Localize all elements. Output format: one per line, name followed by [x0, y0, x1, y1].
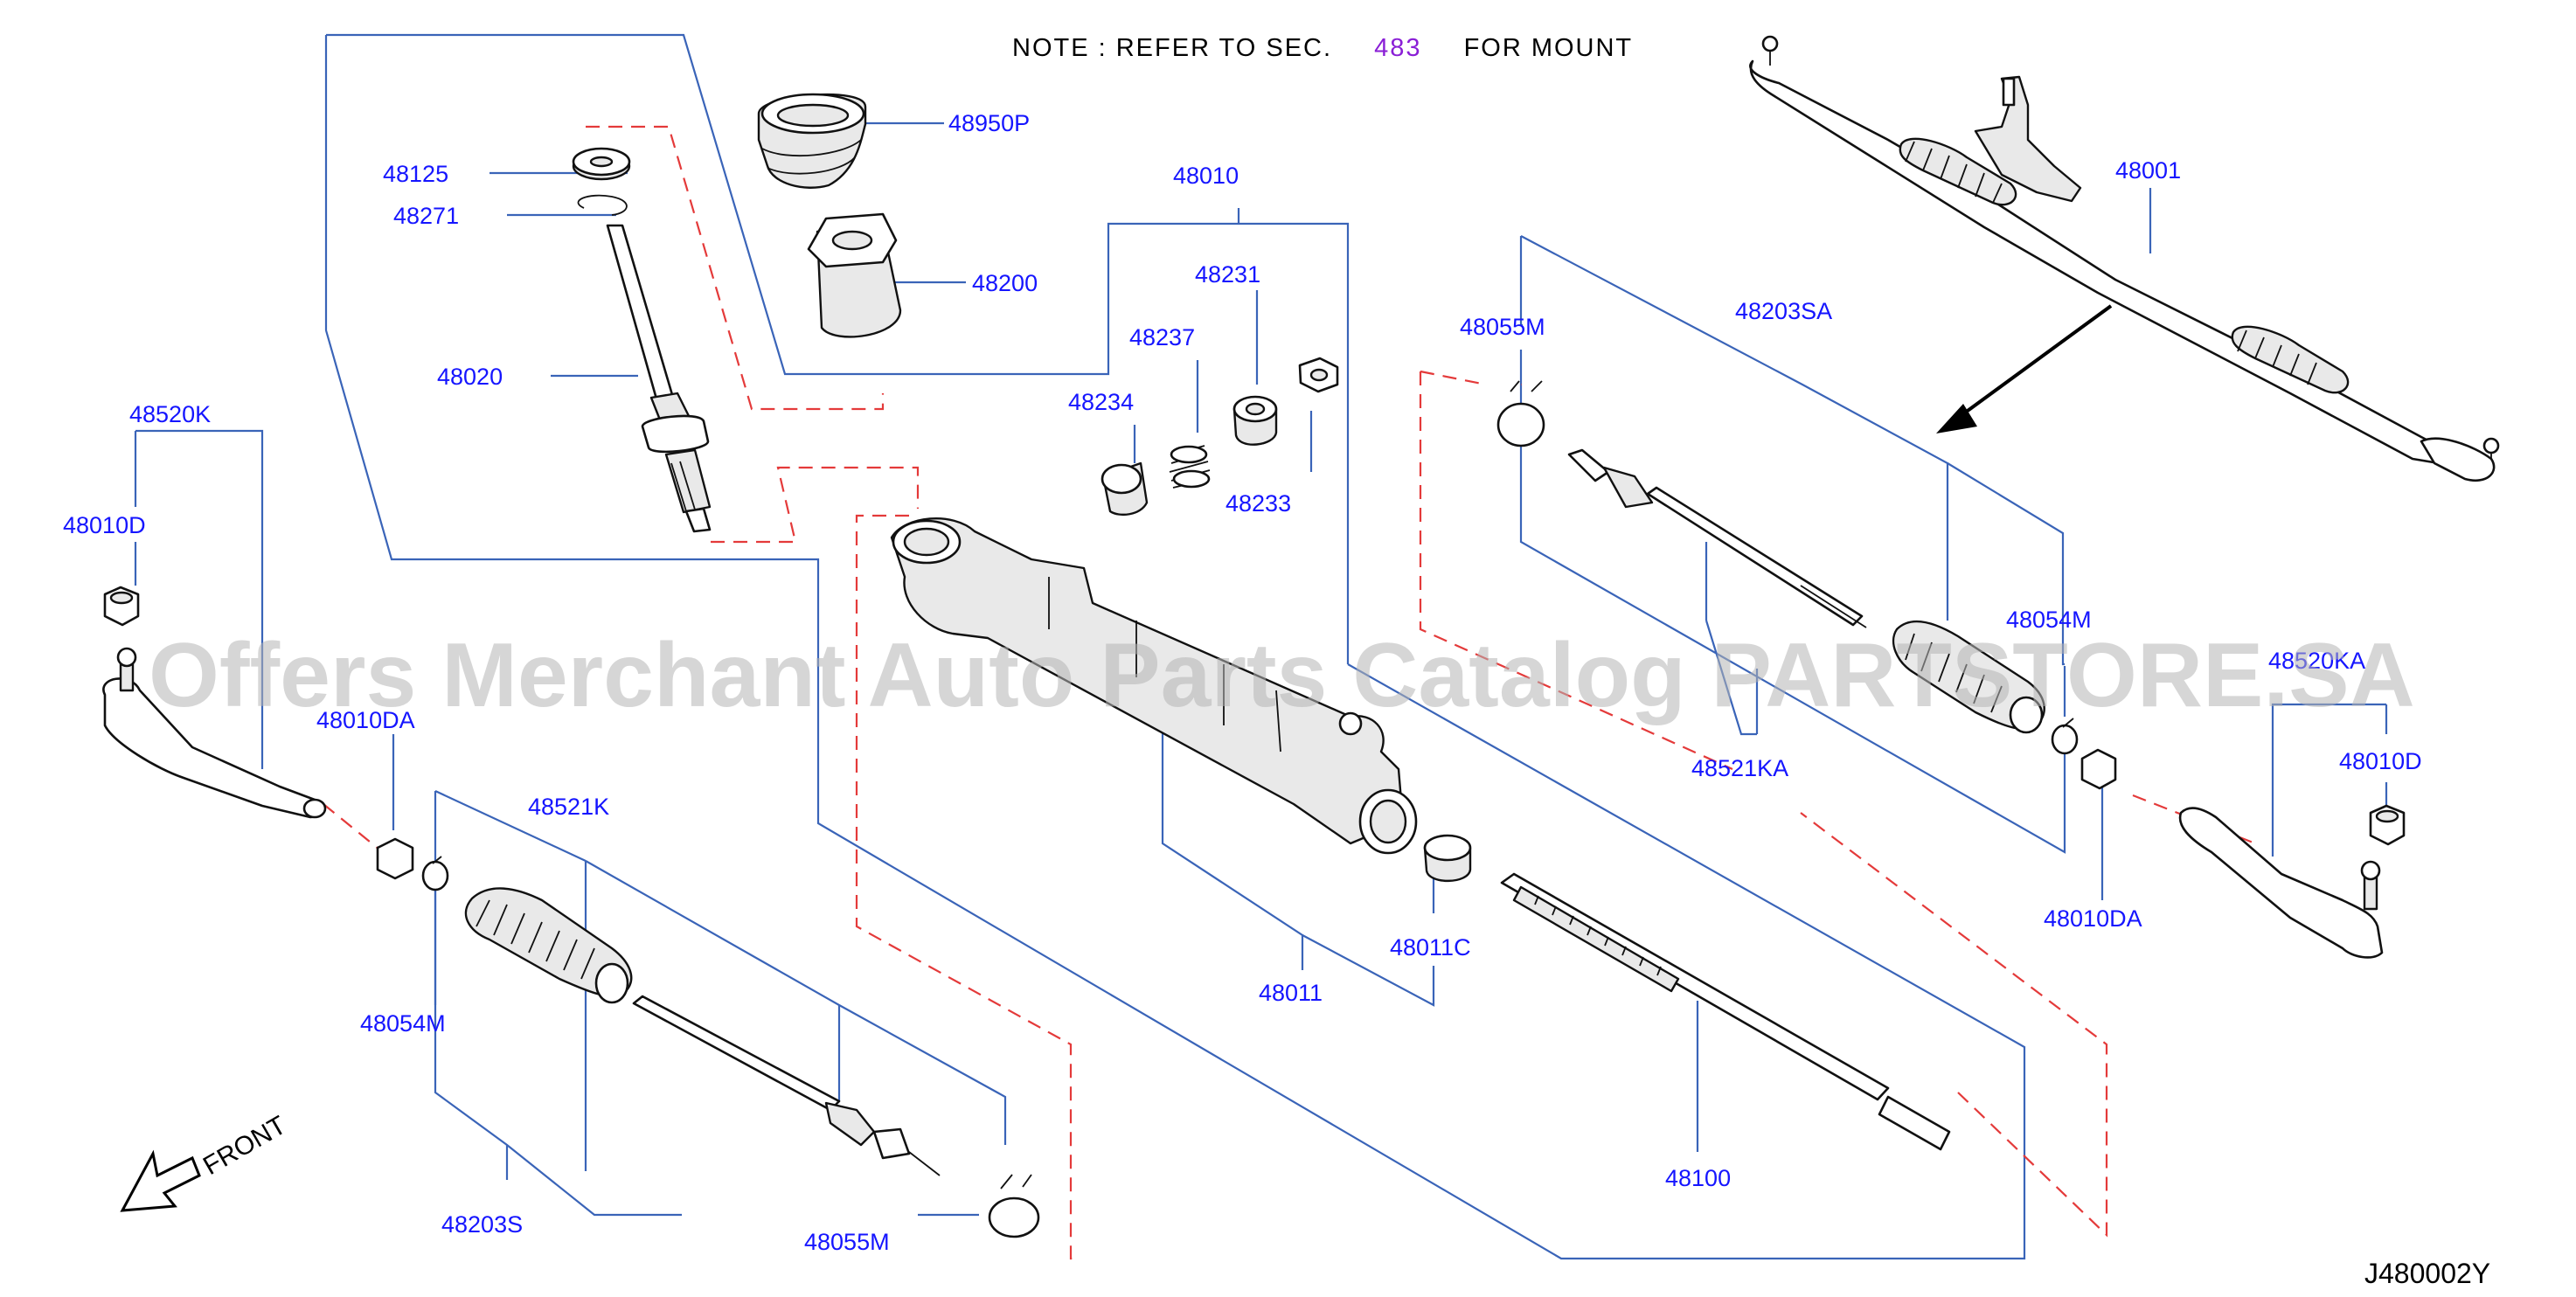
part-48231-plug[interactable] [1232, 395, 1278, 446]
label-48520K[interactable]: 48520K [129, 401, 211, 427]
note-suffix: FOR MOUNT [1464, 34, 1634, 62]
part-48520KA-tie-rod-end[interactable] [2178, 807, 2384, 959]
label-48231[interactable]: 48231 [1195, 261, 1260, 288]
dashed-alignment-lines [323, 125, 2256, 1260]
leader-lines [134, 33, 2388, 1260]
label-48233[interactable]: 48233 [1226, 490, 1291, 517]
front-arrow-icon [120, 1149, 201, 1212]
part-48010D-nut-left[interactable] [103, 586, 140, 627]
label-48520KA[interactable]: 48520KA [2268, 648, 2365, 674]
label-48010D-left[interactable]: 48010D [63, 512, 146, 538]
part-48011-gear-housing[interactable] [890, 517, 1418, 855]
part-48055M-clamp-top[interactable] [1496, 380, 1545, 447]
label-48054M-right[interactable]: 48054M [2006, 607, 2092, 633]
watermark: Offers Merchant Auto Parts Catalog PARTS… [149, 625, 2415, 726]
part-48010D-nut-right[interactable] [2369, 804, 2406, 846]
label-48950P[interactable]: 48950P [948, 110, 1030, 136]
mount-note: NOTE : REFER TO SEC. 483 FOR MOUNT [1012, 34, 1633, 62]
part-48020-pinion-shaft[interactable] [606, 224, 712, 533]
label-48011C[interactable]: 48011C [1390, 934, 1471, 961]
front-label: FRONT [198, 1111, 291, 1181]
label-48234[interactable]: 48234 [1068, 389, 1134, 415]
label-48237[interactable]: 48237 [1129, 324, 1195, 350]
part-48521K-inner-tie-rod[interactable] [632, 995, 941, 1176]
label-48521K[interactable]: 48521K [528, 794, 609, 820]
part-48054M-clip-right[interactable] [2051, 718, 2079, 755]
part-48011C-bushing[interactable] [1423, 834, 1472, 882]
part-48521KA-inner-tie-rod[interactable] [1567, 448, 1867, 628]
part-48001-steering-gear-assembly[interactable] [1749, 35, 2500, 482]
front-indicator: FRONT [120, 1111, 291, 1212]
label-48125[interactable]: 48125 [383, 161, 448, 187]
label-48055M-bottom[interactable]: 48055M [804, 1229, 890, 1255]
part-48100-rack[interactable] [1500, 872, 1951, 1151]
part-48010DA-nut-left[interactable] [376, 837, 414, 880]
label-48010D-right[interactable]: 48010D [2339, 748, 2422, 774]
label-48100[interactable]: 48100 [1665, 1165, 1731, 1191]
part-48125-washer[interactable] [572, 147, 631, 181]
part-48203S-boot[interactable] [464, 887, 633, 1004]
diagram-code: J480002Y [2364, 1258, 2490, 1289]
label-48054M-left[interactable]: 48054M [360, 1010, 446, 1037]
part-48520K-tie-rod-end[interactable] [102, 647, 327, 819]
part-48271-snap-ring[interactable] [577, 194, 628, 216]
part-48950P-bellows[interactable] [757, 93, 867, 189]
part-48203SA-boot[interactable] [1892, 620, 2045, 734]
note-section-ref[interactable]: 483 [1374, 34, 1421, 62]
label-48010DA-right[interactable]: 48010DA [2044, 905, 2142, 932]
label-48001[interactable]: 48001 [2115, 157, 2181, 184]
label-48010[interactable]: 48010 [1173, 163, 1239, 189]
note-prefix: NOTE : REFER TO SEC. [1012, 34, 1332, 62]
label-48203S[interactable]: 48203S [441, 1211, 523, 1238]
part-labels: 48950P 48125 48271 48200 48020 48010 482… [63, 110, 2422, 1255]
part-48233-lock-nut[interactable] [1298, 357, 1339, 393]
part-48200-seal[interactable] [807, 212, 902, 338]
direction-arrow [1936, 304, 2113, 433]
label-48271[interactable]: 48271 [393, 203, 459, 229]
label-48203SA[interactable]: 48203SA [1735, 298, 1832, 324]
part-48054M-clip-left[interactable] [421, 856, 449, 891]
label-48055M-top[interactable]: 48055M [1460, 314, 1545, 340]
label-48010DA-left[interactable]: 48010DA [316, 707, 415, 733]
part-48055M-clamp-bottom[interactable] [988, 1174, 1040, 1238]
label-48011[interactable]: 48011 [1259, 980, 1323, 1006]
label-48200[interactable]: 48200 [972, 270, 1038, 296]
part-48010DA-nut-right[interactable] [2080, 748, 2117, 790]
label-48521KA[interactable]: 48521KA [1691, 755, 1788, 781]
label-48020[interactable]: 48020 [437, 364, 503, 390]
part-48234-yoke[interactable] [1101, 461, 1149, 517]
part-48237-spring[interactable] [1169, 445, 1211, 489]
